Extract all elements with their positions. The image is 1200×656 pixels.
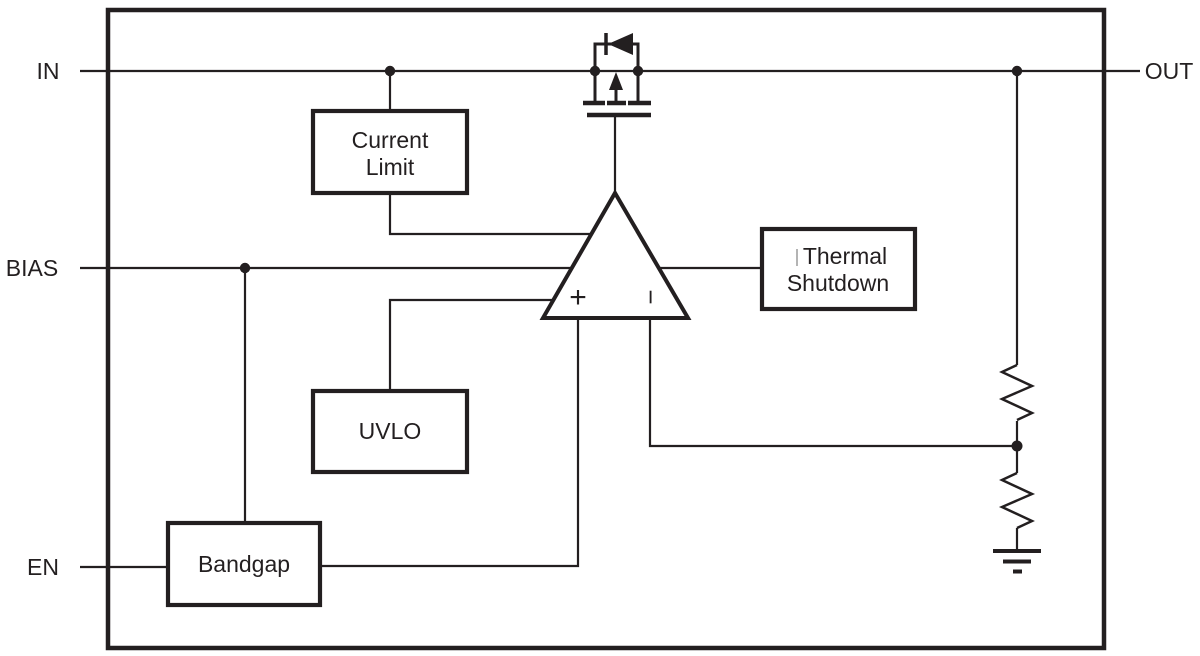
junction-dot-bias: [239, 262, 251, 274]
device-boundary-box: [105, 7, 1107, 651]
pin-label-in: IN: [37, 58, 60, 84]
ground-icon: [993, 549, 1041, 574]
current-limit-block: [310, 108, 470, 196]
error-amplifier-triangle: [539, 189, 692, 320]
body-diode-icon: [608, 33, 633, 55]
junction-dot-fet-source: [589, 65, 601, 77]
bandgap-label: Bandgap: [198, 551, 290, 577]
uvlo-label: UVLO: [359, 418, 422, 444]
thermal-shutdown-label-line1: Thermal: [803, 243, 887, 269]
thermal-shutdown-label-line2: Shutdown: [787, 270, 889, 296]
thermal-shutdown-block: [759, 226, 918, 312]
bandgap-block: [165, 520, 323, 608]
feedback-resistor-top: [998, 363, 1036, 422]
current-limit-label-line1: Current: [352, 127, 429, 153]
feedback-resistor-bottom: [998, 471, 1036, 530]
pin-label-out: OUT: [1145, 58, 1194, 84]
amplifier-minus-sign: −: [636, 289, 666, 304]
junction-dot-fet-drain: [632, 65, 644, 77]
uvlo-to-amplifier-wire: [388, 298, 555, 391]
amplifier-plus-sign: +: [569, 281, 587, 314]
pin-label-bias: BIAS: [6, 255, 58, 281]
junction-dot-current-limit: [384, 65, 396, 77]
pin-label-en: EN: [27, 554, 59, 580]
junction-dot-feedback: [1011, 440, 1023, 452]
current-limit-output-wire: [388, 193, 592, 236]
bandgap-to-amplifier-wire: [320, 318, 580, 568]
junction-dot-out: [1011, 65, 1023, 77]
body-arrow-icon: [609, 72, 623, 90]
feedback-wire: [648, 318, 1017, 448]
current-limit-label-line2: Limit: [366, 154, 415, 180]
uvlo-block: [310, 388, 470, 475]
